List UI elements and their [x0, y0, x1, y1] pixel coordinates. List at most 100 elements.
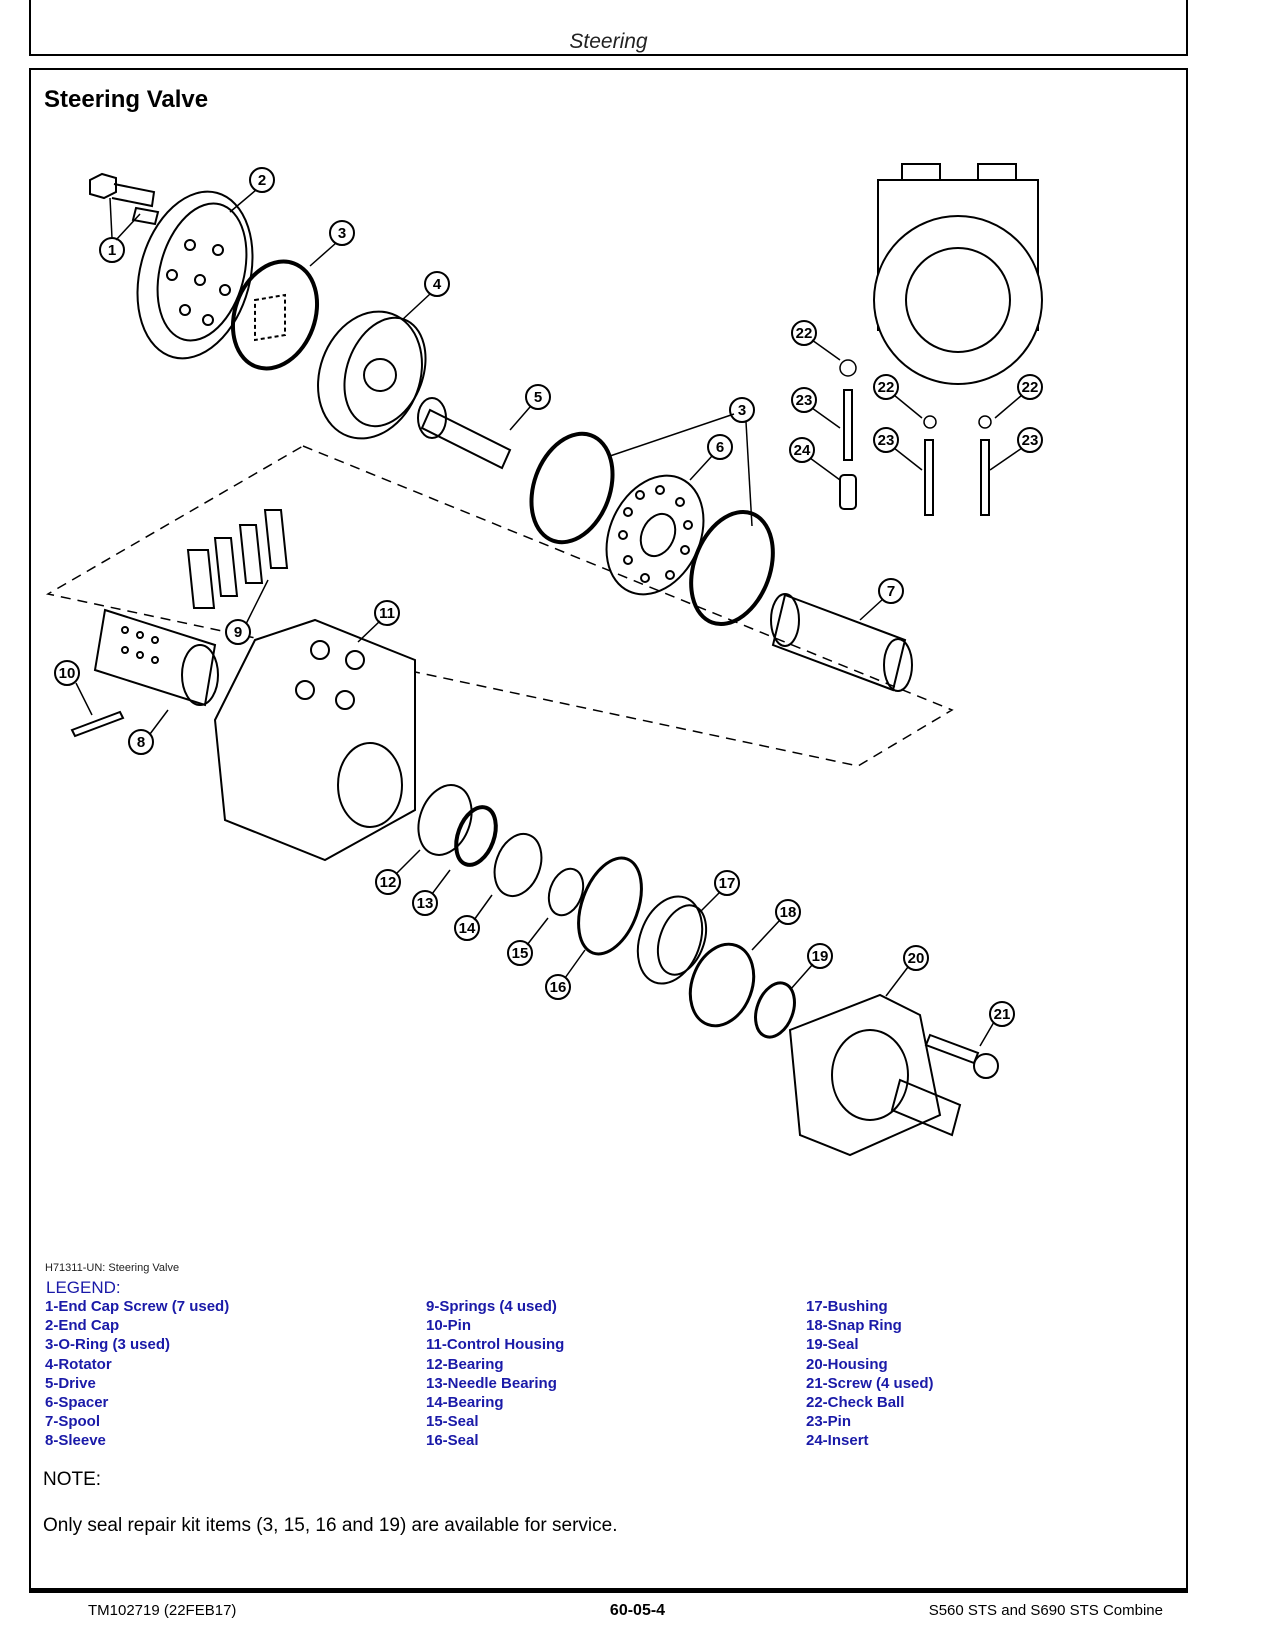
springs-part — [186, 509, 289, 609]
svg-text:5: 5 — [534, 389, 542, 406]
footer-model: S560 STS and S690 STS Combine — [928, 1602, 1163, 1619]
svg-text:22: 22 — [1022, 379, 1039, 396]
o-ring-part — [230, 259, 320, 371]
callout-23c: 23 — [1017, 427, 1043, 453]
svg-text:22: 22 — [796, 325, 813, 342]
callout-10: 10 — [54, 660, 80, 686]
bearing-part — [417, 784, 473, 856]
legend-title: LEGEND: — [46, 1278, 121, 1297]
legend-column-1: 1-End Cap Screw (7 used) 2-End Cap 3-O-R… — [45, 1297, 229, 1451]
sleeve-part — [93, 608, 219, 707]
end-cap-screw-part — [89, 172, 160, 226]
legend-item: 9-Springs (4 used) — [426, 1298, 557, 1315]
callout-23: 23 — [791, 387, 817, 413]
svg-text:3: 3 — [338, 225, 346, 242]
svg-text:8: 8 — [137, 734, 145, 751]
insert-part — [839, 474, 857, 510]
legend-item: 4-Rotator — [45, 1355, 112, 1373]
legend-item: 16-Seal — [426, 1432, 479, 1450]
svg-text:18: 18 — [780, 904, 797, 921]
svg-text:14: 14 — [459, 920, 476, 937]
bushing-part — [636, 895, 708, 985]
callout-13: 13 — [412, 890, 438, 916]
legend-item: 15-Seal — [426, 1413, 479, 1431]
legend-item: 20-Housing — [806, 1355, 888, 1373]
svg-text:20: 20 — [908, 950, 925, 967]
callout-19: 19 — [807, 943, 833, 969]
callout-9: 9 — [225, 619, 251, 645]
svg-text:21: 21 — [994, 1006, 1011, 1023]
callout-8: 8 — [128, 729, 154, 755]
valve-housing-part — [873, 163, 1043, 385]
legend-item: 6-Spacer — [45, 1394, 109, 1412]
note-text: Only seal repair kit items (3, 15, 16 an… — [43, 1515, 618, 1536]
legend-item: 21-Screw (4 used) — [806, 1374, 934, 1392]
callout-6: 6 — [707, 434, 733, 460]
legend-item: 5-Drive — [45, 1374, 96, 1392]
callout-7: 7 — [878, 578, 904, 604]
running-title: Steering — [569, 30, 648, 53]
legend-column-2: 9-Springs (4 used) 10-Pin 11-Control Hou… — [426, 1297, 564, 1451]
callout-3: 3 — [329, 220, 355, 246]
legend-item: 24-Insert — [806, 1432, 869, 1450]
svg-text:17: 17 — [719, 875, 736, 892]
callout-1: 1 — [99, 237, 125, 263]
header-frame: Steering — [29, 0, 1188, 56]
callout-22: 22 — [791, 320, 817, 346]
legend-item: 2-End Cap — [45, 1317, 120, 1335]
housing-part — [788, 993, 962, 1157]
legend-item: 3-O-Ring (3 used) — [45, 1336, 171, 1354]
legend-item: 1-End Cap Screw (7 used) — [45, 1298, 230, 1315]
svg-text:15: 15 — [512, 945, 529, 962]
legend-item: 13-Needle Bearing — [426, 1374, 557, 1392]
needle-bearing-part — [454, 805, 498, 867]
legend-item: 22-Check Ball — [806, 1394, 905, 1412]
legend-item: 8-Sleeve — [45, 1432, 106, 1450]
svg-text:2: 2 — [258, 172, 266, 189]
legend-item: 7-Spool — [45, 1413, 100, 1431]
svg-text:1: 1 — [108, 242, 116, 259]
callout-22b: 22 — [873, 374, 899, 400]
svg-text:23: 23 — [796, 392, 813, 409]
callout-21: 21 — [989, 1001, 1015, 1027]
footer-doc-id: TM102719 (22FEB17) — [88, 1602, 237, 1619]
end-cap-part — [136, 190, 254, 360]
bottom-rule — [29, 1590, 1188, 1593]
pin-part — [843, 389, 853, 461]
callout-22c: 22 — [1017, 374, 1043, 400]
legend-item: 17-Bushing — [806, 1298, 888, 1315]
svg-text:3: 3 — [738, 402, 746, 419]
callout-12: 12 — [375, 869, 401, 895]
svg-text:22: 22 — [878, 379, 895, 396]
callout-11: 11 — [374, 600, 400, 626]
legend-item: 12-Bearing — [426, 1355, 504, 1373]
callout-17: 17 — [714, 870, 740, 896]
seal-part — [547, 867, 585, 917]
figure-caption: H71311-UN: Steering Valve — [45, 1262, 180, 1274]
svg-text:4: 4 — [433, 276, 442, 293]
note-label: NOTE: — [43, 1469, 102, 1490]
rotator-part — [317, 310, 427, 440]
control-housing-part — [213, 618, 416, 862]
svg-text:9: 9 — [234, 624, 242, 641]
svg-text:6: 6 — [716, 439, 724, 456]
spacer-part — [605, 474, 705, 596]
footer-page-number: 60-05-4 — [609, 1602, 666, 1619]
legend-item: 11-Control Housing — [426, 1336, 565, 1354]
callout-14: 14 — [454, 915, 480, 941]
svg-text:24: 24 — [794, 442, 811, 459]
legend-item: 23-Pin — [806, 1413, 852, 1431]
svg-text:10: 10 — [59, 665, 76, 682]
svg-text:23: 23 — [1022, 432, 1039, 449]
callout-20: 20 — [903, 945, 929, 971]
callout-16: 16 — [545, 974, 571, 1000]
svg-text:13: 13 — [417, 895, 434, 912]
legend-item: 10-Pin — [426, 1317, 472, 1335]
callout-3b: 3 — [729, 397, 755, 423]
callout-18: 18 — [775, 899, 801, 925]
drive-part — [417, 397, 512, 470]
section-title: Steering Valve — [44, 86, 209, 113]
svg-text:11: 11 — [379, 605, 395, 622]
exploded-view-figure: 1 2 3 4 5 3 6 7 8 9 10 11 12 13 14 15 16… — [45, 163, 1043, 1157]
legend-column-3: 17-Bushing 18-Snap Ring 19-Seal 20-Housi… — [806, 1297, 934, 1451]
